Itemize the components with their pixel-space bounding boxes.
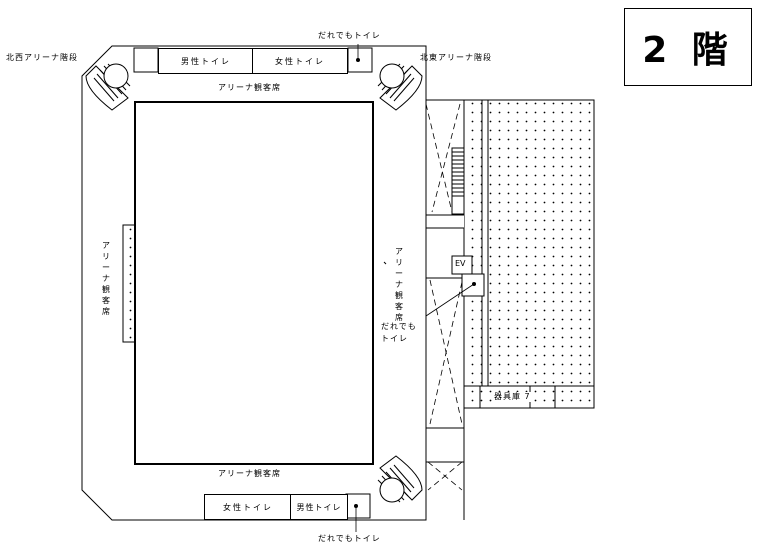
nw-stairs-shape — [85, 63, 131, 111]
south-female-toilet: 女性トイレ — [204, 494, 292, 520]
nw-stairs-label: 北西アリーナ階段 — [6, 53, 78, 62]
east-staircase — [451, 147, 465, 215]
seats-north-label: アリーナ観客席 — [218, 83, 281, 92]
ne-stairs-label: 北東アリーナ階段 — [420, 53, 492, 62]
accessible-toilet-east-label-2: トイレ — [381, 334, 408, 343]
seats-west-label: アリーナ観客席 — [102, 241, 110, 316]
storage-label: 器具庫 7 — [492, 392, 533, 402]
accessible-toilet-east-label-1: だれでも — [381, 322, 417, 331]
arena-floor — [134, 101, 374, 465]
accessible-toilet-bottom-label: だれでもトイレ — [318, 534, 381, 543]
north-male-toilet: 男性トイレ — [158, 48, 254, 74]
south-male-toilet: 男性トイレ — [290, 494, 348, 520]
west-dotted-strip — [122, 224, 136, 343]
se-stairs-shape — [377, 455, 423, 503]
seats-south-label: アリーナ観客席 — [218, 469, 281, 478]
north-female-toilet: 女性トイレ — [252, 48, 348, 74]
floor-badge: 2 階 — [624, 8, 752, 86]
seats-east-label: アリーナ観客席 — [395, 247, 403, 322]
east-hall-dotted — [463, 99, 595, 387]
ne-stairs-shape — [377, 63, 423, 111]
elevator-label: EV — [455, 259, 466, 268]
accessible-toilet-top-label: だれでもトイレ — [318, 31, 381, 40]
